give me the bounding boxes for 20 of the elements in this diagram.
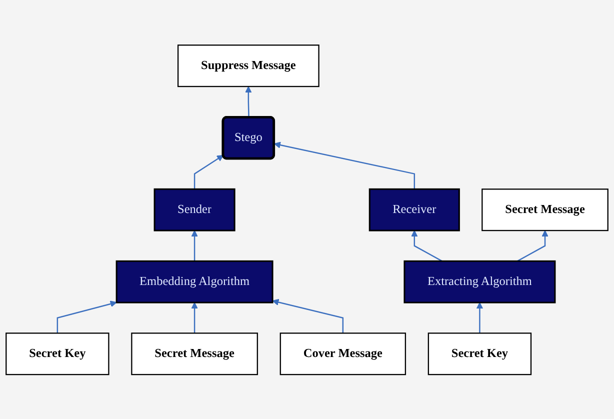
arrow [56, 300, 117, 333]
node-box: Sender [154, 188, 236, 231]
node-box: Embedding Algorithm [116, 260, 274, 303]
node-box: Receiver [368, 188, 460, 231]
arrow [476, 302, 484, 333]
arrow [191, 302, 198, 333]
arrow [272, 298, 344, 333]
node-box: Secret Key [428, 332, 532, 375]
arrow [194, 154, 224, 189]
node-box: Extracting Algorithm [404, 260, 556, 303]
node-box: Suppress Message [177, 44, 320, 87]
node-box: Secret Message [482, 188, 608, 231]
arrow [245, 86, 252, 118]
node-box: Cover Message [280, 332, 406, 375]
arrow [191, 230, 198, 261]
arrow [516, 230, 548, 262]
arrow [411, 230, 442, 262]
node-box: Secret Key [6, 332, 110, 375]
arrow [274, 141, 416, 189]
node-box: Secret Message [131, 332, 258, 375]
